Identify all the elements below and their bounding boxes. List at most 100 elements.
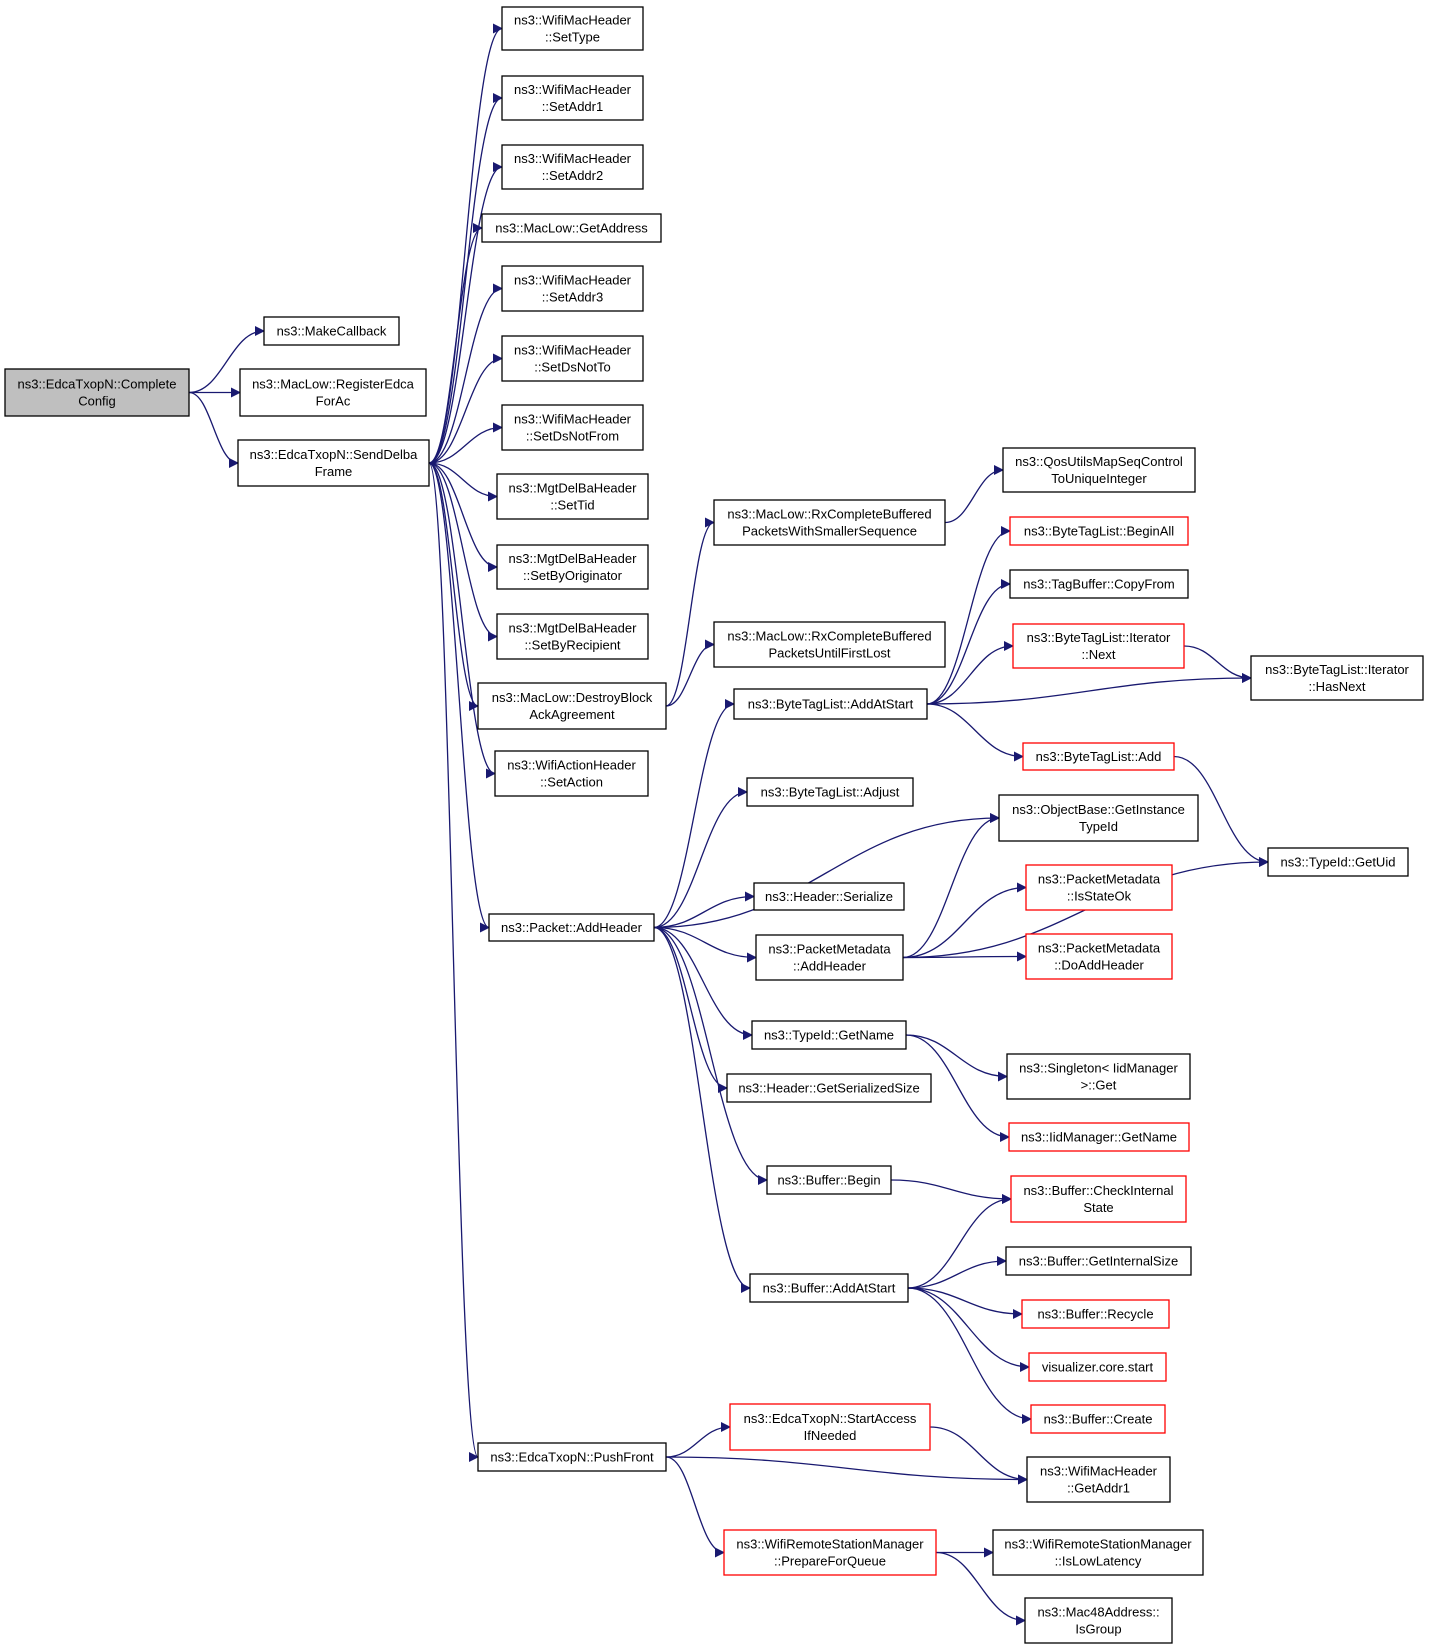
- node-label: ns3::WifiMacHeader: [514, 151, 632, 166]
- node-getinternalsize[interactable]: ns3::Buffer::GetInternalSize: [1005, 1246, 1192, 1276]
- node-box: [1026, 1456, 1171, 1503]
- edge-senddelba-to-setbyoriginator: [428, 462, 498, 572]
- node-hasnext[interactable]: ns3::ByteTagList::Iterator::HasNext: [1250, 655, 1424, 701]
- node-pmaddheader[interactable]: ns3::PacketMetadata::AddHeader: [755, 934, 904, 981]
- edge-senddelba-to-settid: [428, 462, 498, 502]
- node-label: TypeId: [1079, 819, 1118, 834]
- node-label: ns3::WifiMacHeader: [514, 82, 632, 97]
- edge-bufaddatstart-to-getinternalsize: [907, 1256, 1007, 1289]
- edge-bufaddatstart-to-vizstart: [907, 1287, 1030, 1372]
- node-setaddr2[interactable]: ns3::WifiMacHeader::SetAddr2: [501, 144, 644, 190]
- node-label: ForAc: [316, 394, 351, 409]
- node-setaddr1[interactable]: ns3::WifiMacHeader::SetAddr1: [501, 75, 644, 121]
- node-makecallback[interactable]: ns3::MakeCallback: [263, 316, 400, 346]
- node-setaction[interactable]: ns3::WifiActionHeader::SetAction: [494, 750, 649, 797]
- node-islowlatency[interactable]: ns3::WifiRemoteStationManager::IsLowLate…: [992, 1529, 1204, 1576]
- node-box: [992, 1529, 1204, 1576]
- node-iidgetname[interactable]: ns3::IidManager::GetName: [1008, 1122, 1190, 1152]
- edge-senddelba-to-setdsnotfrom: [428, 422, 503, 464]
- node-getaddr1[interactable]: ns3::WifiMacHeader::GetAddr1: [1026, 1456, 1171, 1503]
- node-beginall[interactable]: ns3::ByteTagList::BeginAll: [1009, 516, 1189, 546]
- node-box: [501, 6, 644, 51]
- edge-addheader-to-getname: [653, 926, 753, 1040]
- edge-destroyblock-to-rxsmaller: [665, 517, 715, 707]
- edge-pmaddheader-to-isstateok: [902, 882, 1027, 959]
- node-label: ::DoAddHeader: [1054, 958, 1144, 973]
- node-box: [1021, 1299, 1170, 1329]
- node-prepareforqueue[interactable]: ns3::WifiRemoteStationManager::PrepareFo…: [723, 1529, 937, 1576]
- node-label: ns3::EdcaTxopN::SendDelba: [250, 447, 418, 462]
- node-recycle[interactable]: ns3::Buffer::Recycle: [1021, 1299, 1170, 1329]
- node-itnext[interactable]: ns3::ByteTagList::Iterator::Next: [1012, 623, 1185, 669]
- edge-addheader-to-getserializedsize: [653, 926, 728, 1093]
- node-box: [1267, 847, 1409, 877]
- node-label: ::SetTid: [550, 498, 594, 513]
- node-adjust[interactable]: ns3::ByteTagList::Adjust: [746, 777, 914, 807]
- node-settype[interactable]: ns3::WifiMacHeader::SetType: [501, 6, 644, 51]
- edge-addheader-to-bufbegin: [653, 926, 768, 1185]
- node-box: [749, 1273, 909, 1303]
- node-singleton[interactable]: ns3::Singleton< IidManager>::Get: [1006, 1053, 1191, 1100]
- node-label: ns3::Buffer::Recycle: [1037, 1307, 1153, 1322]
- node-getname[interactable]: ns3::TypeId::GetName: [751, 1020, 907, 1050]
- node-copyfrom[interactable]: ns3::TagBuffer::CopyFrom: [1009, 569, 1189, 599]
- edges: [188, 23, 1269, 1626]
- node-getuid[interactable]: ns3::TypeId::GetUid: [1267, 847, 1409, 877]
- node-label: ::GetAddr1: [1067, 1481, 1130, 1496]
- edge-bufbegin-to-checkinternal: [890, 1179, 1012, 1204]
- node-serialize[interactable]: ns3::Header::Serialize: [753, 882, 905, 911]
- node-bufcreate[interactable]: ns3::Buffer::Create: [1030, 1404, 1166, 1434]
- node-bufbegin[interactable]: ns3::Buffer::Begin: [766, 1165, 892, 1195]
- node-label: ns3::ByteTagList::Iterator: [1027, 630, 1171, 645]
- node-label: ns3::IidManager::GetName: [1021, 1130, 1177, 1145]
- node-label: ns3::WifiMacHeader: [514, 273, 632, 288]
- node-label: ns3::PacketMetadata: [768, 942, 891, 957]
- node-isgroup[interactable]: ns3::Mac48Address::IsGroup: [1024, 1597, 1173, 1644]
- node-label: ::SetByOriginator: [523, 568, 623, 583]
- node-label: ns3::MacLow::DestroyBlock: [492, 690, 653, 705]
- node-settid[interactable]: ns3::MgtDelBaHeader::SetTid: [496, 473, 649, 520]
- node-btladd[interactable]: ns3::ByteTagList::Add: [1022, 742, 1175, 771]
- node-box: [751, 1020, 907, 1050]
- node-rxsmaller[interactable]: ns3::MacLow::RxCompleteBufferedPacketsWi…: [713, 499, 946, 546]
- node-label: ::SetByRecipient: [524, 638, 620, 653]
- node-label: ::SetAddr3: [542, 290, 603, 305]
- node-doaddheader[interactable]: ns3::PacketMetadata::DoAddHeader: [1025, 933, 1173, 980]
- node-bufaddatstart[interactable]: ns3::Buffer::AddAtStart: [749, 1273, 909, 1303]
- node-label: ns3::MakeCallback: [277, 324, 387, 339]
- node-getserializedsize[interactable]: ns3::Header::GetSerializedSize: [726, 1073, 932, 1103]
- node-setdsnotfrom[interactable]: ns3::WifiMacHeader::SetDsNotFrom: [501, 404, 644, 451]
- node-label: ns3::WifiRemoteStationManager: [736, 1537, 924, 1552]
- node-isstateok[interactable]: ns3::PacketMetadata::IsStateOk: [1025, 864, 1173, 911]
- node-box: [1006, 1053, 1191, 1100]
- node-box: [1250, 655, 1424, 701]
- edge-addheader-to-pmaddheader: [653, 926, 757, 963]
- node-label: AckAgreement: [529, 707, 615, 722]
- node-setbyrecipient[interactable]: ns3::MgtDelBaHeader::SetByRecipient: [496, 613, 649, 660]
- node-setdsnotto[interactable]: ns3::WifiMacHeader::SetDsNotTo: [501, 335, 644, 382]
- node-setaddr3[interactable]: ns3::WifiMacHeader::SetAddr3: [501, 265, 644, 312]
- node-rxuntil[interactable]: ns3::MacLow::RxCompleteBufferedPacketsUn…: [713, 621, 946, 668]
- node-getaddress[interactable]: ns3::MacLow::GetAddress: [481, 213, 662, 243]
- edge-senddelba-to-getaddress: [428, 223, 483, 464]
- node-label: ns3::Buffer::CheckInternal: [1023, 1183, 1173, 1198]
- node-box: [501, 265, 644, 312]
- node-box: [1025, 864, 1173, 911]
- node-box: [496, 544, 649, 590]
- edge-addatstart_btl-to-itnext: [926, 641, 1014, 705]
- node-pushfront[interactable]: ns3::EdcaTxopN::PushFront: [477, 1442, 667, 1472]
- node-setbyoriginator[interactable]: ns3::MgtDelBaHeader::SetByOriginator: [496, 544, 649, 590]
- node-label: ::SetAddr2: [542, 168, 603, 183]
- edge-bufaddatstart-to-recycle: [907, 1287, 1023, 1319]
- node-qosutils[interactable]: ns3::QosUtilsMapSeqControlToUniqueIntege…: [1002, 447, 1196, 493]
- node-addheader[interactable]: ns3::Packet::AddHeader: [488, 913, 655, 942]
- node-addatstart_btl[interactable]: ns3::ByteTagList::AddAtStart: [733, 688, 928, 720]
- node-vizstart[interactable]: visualizer.core.start: [1028, 1352, 1167, 1382]
